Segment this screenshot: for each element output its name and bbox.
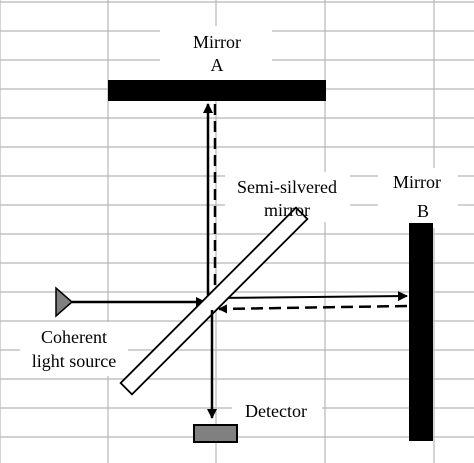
light-source-label-line2: light source — [32, 351, 116, 371]
mirror-b-label-line1: Mirror — [393, 172, 441, 192]
light-source-icon — [55, 286, 74, 318]
light-source-label-line1: Coherent — [41, 327, 107, 347]
mirror-a — [108, 80, 326, 101]
detector-label: Detector — [245, 401, 307, 421]
beam-from-mirror-b — [218, 304, 408, 314]
mirror-b-label-line2: B — [417, 201, 429, 221]
detector — [193, 424, 238, 443]
mirror-b — [409, 223, 433, 441]
detector-label-bg — [232, 398, 322, 424]
mirror-a-label-line2: A — [211, 55, 224, 75]
source-label-bg — [20, 322, 128, 376]
semi-mirror-label-line2: mirror — [264, 200, 310, 220]
mirror-a-label-bg — [160, 26, 272, 84]
mirror-b-label-bg — [378, 168, 458, 228]
semi-mirror-label-line1: Semi-silvered — [237, 177, 337, 197]
beam-to-mirror-b — [214, 291, 408, 302]
semi-silvered-mirror — [119, 206, 309, 396]
mirror-a-label-line1: Mirror — [193, 32, 241, 52]
semi-label-bg — [225, 172, 350, 222]
